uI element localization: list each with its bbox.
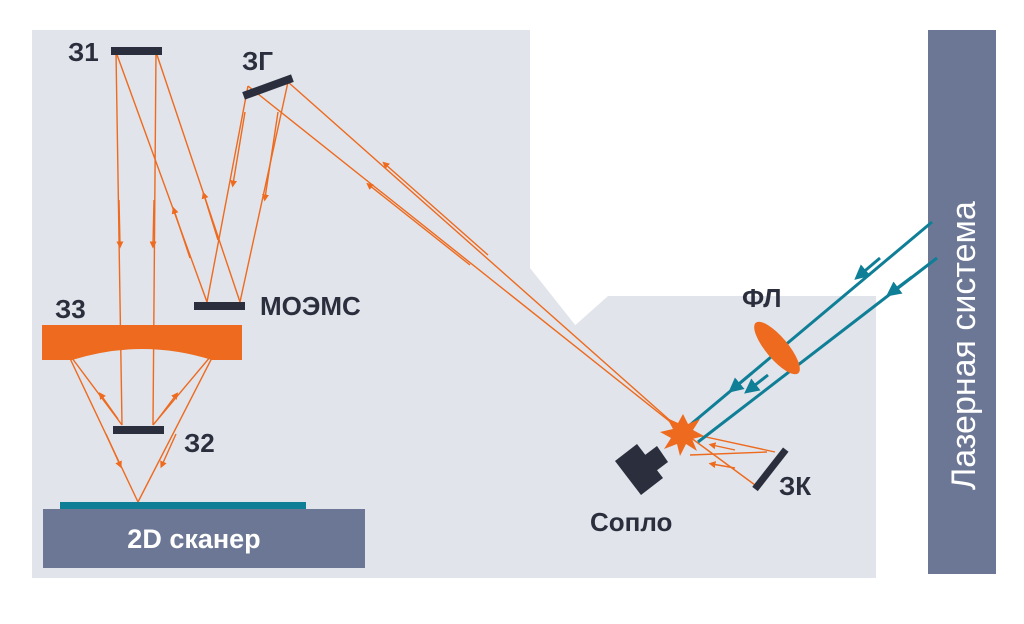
laser-system-box (928, 30, 996, 574)
mirror-k (752, 447, 789, 492)
nozzle (615, 444, 668, 495)
plasma-spark (660, 414, 704, 456)
mirror-1-label: З1 (68, 37, 99, 67)
lens-label: ФЛ (742, 283, 781, 313)
grating (242, 74, 294, 100)
scanner-detector (60, 502, 306, 510)
nozzle-label: Сопло (590, 507, 672, 537)
focusing-lens (754, 321, 800, 375)
grating-label: ЗГ (242, 46, 273, 76)
mirror-3-label: З3 (55, 294, 86, 324)
mirror-3 (42, 325, 242, 360)
mirror-2 (113, 426, 164, 434)
scanner-label: 2D сканер (127, 524, 260, 554)
laser-beams (683, 220, 938, 444)
mirror-1 (111, 47, 162, 55)
laser-system-label: Лазерная система (945, 201, 983, 490)
mirror-2-label: З2 (184, 428, 215, 458)
scanner-body (43, 509, 365, 568)
spectrometer-panel (32, 30, 576, 578)
mirror-k-label: ЗК (779, 471, 811, 501)
moems-label: МОЭМС (260, 291, 361, 321)
moems (194, 302, 245, 310)
